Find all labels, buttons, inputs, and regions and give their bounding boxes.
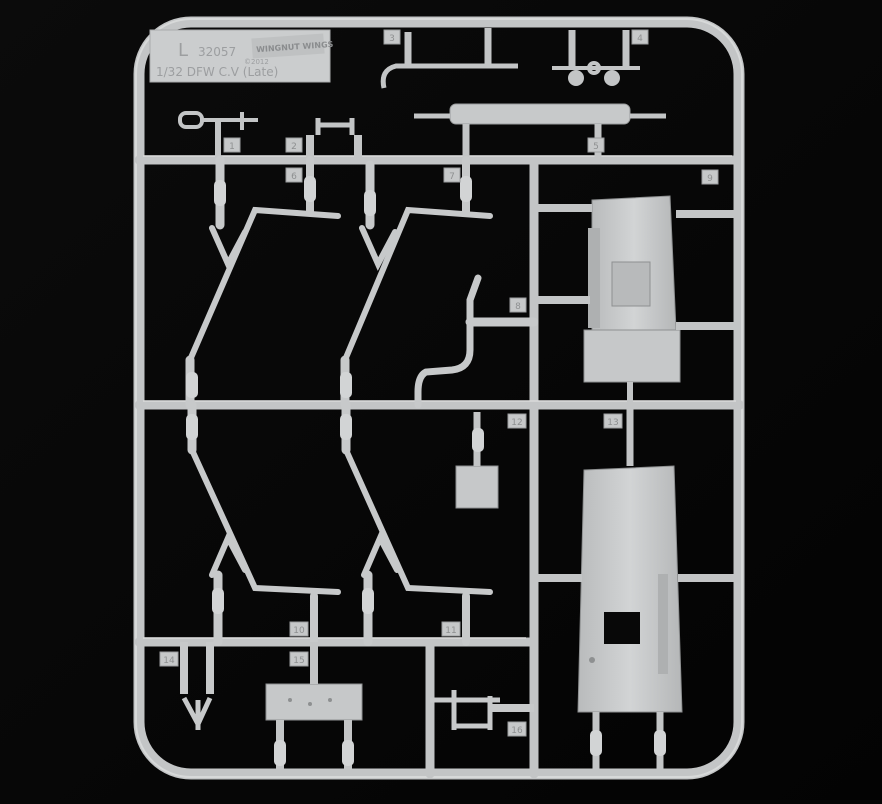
part-16-bracket <box>430 690 534 730</box>
copyright: ©2012 <box>244 58 269 66</box>
part-1-lever <box>178 111 258 160</box>
svg-text:14: 14 <box>163 656 175 666</box>
sprue-letter: L <box>178 40 188 61</box>
tag-1: 1 <box>223 137 241 153</box>
tag-14: 14 <box>159 651 179 667</box>
tag-10: 10 <box>289 621 309 637</box>
tag-7: 7 <box>443 167 461 183</box>
svg-text:3: 3 <box>389 34 395 44</box>
tag-16: 16 <box>507 721 527 737</box>
gate-nubs <box>186 176 666 766</box>
tag-12: 12 <box>507 413 527 429</box>
tag-15: 15 <box>289 651 309 667</box>
kit-title: 1/32 DFW C.V (Late) <box>156 65 278 79</box>
svg-text:15: 15 <box>293 656 304 666</box>
part-14-clip <box>180 642 214 730</box>
tag-9: 9 <box>701 169 719 185</box>
sprue-frame <box>133 16 745 780</box>
svg-text:6: 6 <box>291 172 297 182</box>
svg-text:8: 8 <box>515 302 521 312</box>
tag-8: 8 <box>509 297 527 313</box>
part-4-fitting <box>552 30 640 86</box>
svg-text:4: 4 <box>637 34 643 44</box>
svg-text:2: 2 <box>291 142 297 152</box>
title-plate: L 32057 WINGNUT WINGS ©2012 1/32 DFW C.V… <box>149 29 334 83</box>
part-2-bracket <box>306 118 362 160</box>
tag-2: 2 <box>285 137 303 153</box>
tag-4: 4 <box>631 29 649 45</box>
part-12-plate <box>455 412 499 509</box>
kit-number: 32057 <box>198 45 236 59</box>
svg-text:9: 9 <box>707 174 713 184</box>
svg-text:1: 1 <box>229 142 235 152</box>
svg-text:16: 16 <box>511 726 523 736</box>
part-number-tags: 1 2 3 4 5 6 7 8 9 10 11 12 13 14 15 16 <box>159 29 719 737</box>
svg-text:5: 5 <box>593 142 599 152</box>
part-8-pipe <box>414 274 539 409</box>
svg-text:7: 7 <box>449 172 455 182</box>
svg-text:12: 12 <box>511 418 522 428</box>
svg-text:11: 11 <box>445 626 456 636</box>
svg-text:13: 13 <box>607 418 618 428</box>
tag-5: 5 <box>587 137 605 153</box>
tag-6: 6 <box>285 167 303 183</box>
tag-11: 11 <box>441 621 461 637</box>
part-3-rod <box>380 28 518 89</box>
tag-13: 13 <box>603 413 623 429</box>
svg-text:10: 10 <box>293 626 305 636</box>
tag-3: 3 <box>383 29 401 45</box>
part-9-panel <box>534 195 736 405</box>
